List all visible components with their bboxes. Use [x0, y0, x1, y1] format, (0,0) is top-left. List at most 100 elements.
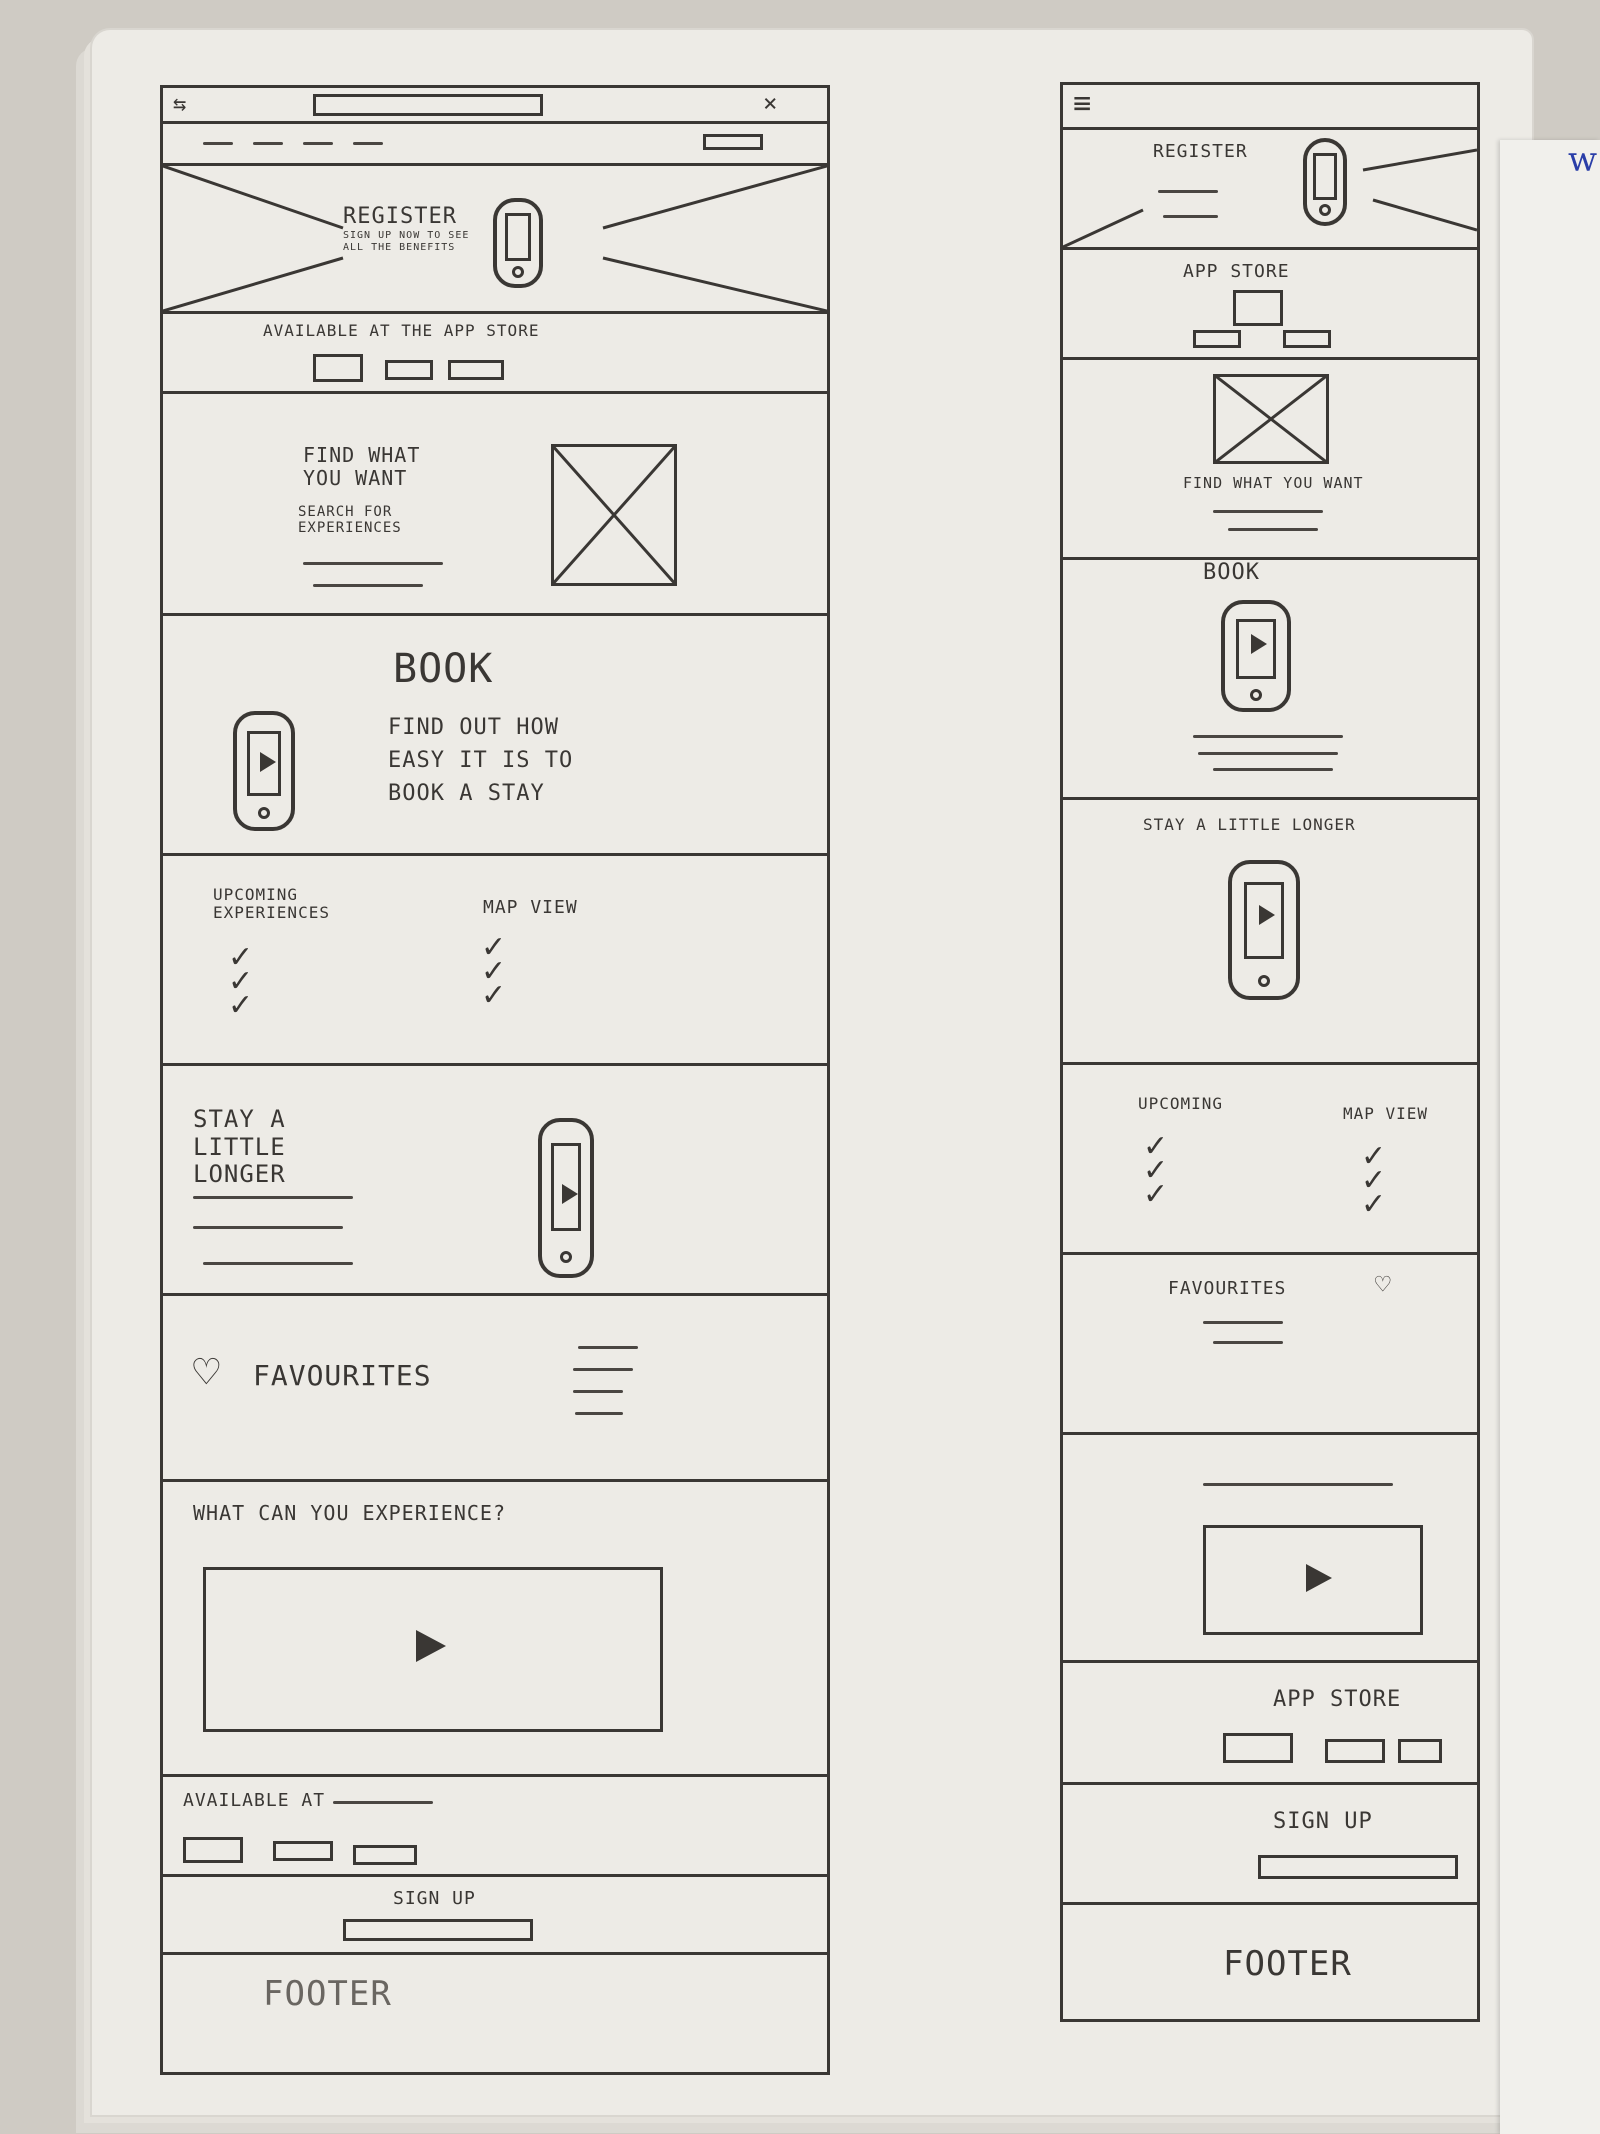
mobile-app-store-2-label: App store: [1273, 1687, 1402, 1712]
footer-label: Footer: [263, 1974, 392, 2014]
store-badge[interactable]: [273, 1841, 333, 1861]
address-bar[interactable]: [313, 94, 543, 116]
mobile-stay: Stay a little longer: [1063, 800, 1477, 1065]
mobile-footer-label: Footer: [1223, 1944, 1352, 1984]
text-line: [193, 1226, 343, 1229]
text-line: [1198, 752, 1338, 755]
text-line: [1213, 768, 1333, 771]
store-badge[interactable]: [183, 1837, 243, 1863]
store-badge[interactable]: [1223, 1733, 1293, 1763]
check-icon: ✓✓✓: [481, 930, 507, 1013]
signup-label: Sign up: [393, 1888, 476, 1909]
close-icon[interactable]: ×: [763, 89, 779, 117]
text-line: [203, 1262, 353, 1265]
app-store-section: Available at the app store: [163, 314, 827, 394]
text-line: [575, 1412, 623, 1415]
phone-icon: [233, 711, 295, 831]
register-title: Register: [343, 204, 457, 229]
play-icon[interactable]: [416, 1630, 446, 1662]
hamburger-icon[interactable]: ≡: [1073, 86, 1093, 121]
book-title: Book: [393, 646, 494, 692]
arrows-icon[interactable]: ⇆: [173, 92, 188, 117]
desktop-wireframe: ⇆ × Register Sign up now to see all the …: [160, 85, 830, 2075]
nav-link[interactable]: [203, 142, 233, 145]
find-subtitle: Search for experiences: [298, 504, 402, 537]
phone-icon: [1228, 860, 1300, 1000]
mobile-wireframe: ≡ Register App store Find what you want …: [1060, 82, 1480, 2022]
nav-link[interactable]: [303, 142, 333, 145]
register-hero: Register Sign up now to see all the bene…: [163, 166, 827, 314]
store-badge[interactable]: [385, 360, 433, 380]
text-line: [1203, 1483, 1393, 1486]
book-subtitle: Find out how easy it is to book a stay: [388, 715, 574, 806]
available-label: Available at: [183, 1790, 326, 1811]
hero-image-placeholder: [1063, 148, 1477, 247]
mobile-book: Book: [1063, 560, 1477, 800]
phone-icon: [493, 198, 543, 288]
store-badge[interactable]: [1283, 330, 1331, 348]
text-line: [1193, 735, 1343, 738]
book-section: Book Find out how easy it is to book a s…: [163, 616, 827, 856]
text-line: [573, 1390, 623, 1393]
upcoming-map-section: Upcoming experiences ✓✓✓ Map view ✓✓✓: [163, 856, 827, 1066]
nav-button[interactable]: [703, 134, 763, 150]
mobile-find: Find what you want: [1063, 360, 1477, 560]
text-line: [578, 1346, 638, 1349]
mobile-app-store-label: App store: [1183, 261, 1290, 282]
register-subtitle: Sign up now to see all the benefits: [343, 230, 470, 253]
image-placeholder: [551, 444, 677, 586]
mobile-book-title: Book: [1203, 560, 1260, 585]
play-icon: [1258, 905, 1275, 926]
favourites-label: Favourites: [253, 1359, 432, 1392]
margin-note: w: [1568, 140, 1598, 180]
map-label: Map view: [483, 897, 578, 918]
store-badge[interactable]: [1193, 330, 1241, 348]
sketchbook-page: [92, 30, 1532, 2115]
text-line: [313, 584, 423, 587]
stay-title: Stay a little longer: [193, 1105, 286, 1189]
play-icon[interactable]: [1306, 1564, 1332, 1592]
mobile-footer: Footer: [1063, 1905, 1477, 2019]
phone-icon: [538, 1118, 594, 1278]
signup-button[interactable]: [343, 1919, 533, 1941]
play-icon: [561, 1184, 578, 1205]
find-section: Find what you want Search for experience…: [163, 394, 827, 616]
mobile-register-title: Register: [1153, 141, 1248, 162]
text-line: [333, 1801, 433, 1804]
hero-image-placeholder: [163, 166, 827, 311]
mobile-video: [1063, 1435, 1477, 1663]
video-section: What can you experience?: [163, 1482, 827, 1777]
browser-bar: ⇆ ×: [163, 88, 827, 124]
upcoming-label: Upcoming experiences: [213, 885, 330, 923]
app-store-label: Available at the app store: [263, 321, 540, 340]
signup-button[interactable]: [1258, 1855, 1458, 1879]
store-badge[interactable]: [353, 1845, 417, 1865]
video-title: What can you experience?: [193, 1501, 506, 1525]
text-line: [1213, 510, 1323, 513]
text-line: [1213, 1341, 1283, 1344]
mobile-map-label: Map view: [1343, 1104, 1429, 1123]
store-badge[interactable]: [1233, 290, 1283, 326]
mobile-find-title: Find what you want: [1183, 474, 1364, 492]
text-line: [303, 562, 443, 565]
nav-link[interactable]: [353, 142, 383, 145]
mobile-signup-label: Sign up: [1273, 1809, 1373, 1834]
text-line: [193, 1196, 353, 1199]
footer: Footer: [163, 1955, 827, 2035]
play-icon: [259, 751, 276, 772]
store-badge[interactable]: [448, 360, 504, 380]
store-badge[interactable]: [313, 354, 363, 382]
text-line: [1228, 528, 1318, 531]
nav-link[interactable]: [253, 142, 283, 145]
text-line: [573, 1368, 633, 1371]
store-badge[interactable]: [1325, 1739, 1385, 1763]
text-line: [1158, 190, 1218, 193]
store-badge[interactable]: [1398, 1739, 1442, 1763]
image-placeholder: [1213, 374, 1329, 464]
video-player[interactable]: [1203, 1525, 1423, 1635]
mobile-upcoming-label: Upcoming: [1138, 1094, 1224, 1113]
heart-icon: ♡: [1375, 1270, 1392, 1300]
signup-section: Sign up: [163, 1877, 827, 1955]
check-icon: ✓✓✓: [228, 940, 254, 1023]
video-player[interactable]: [203, 1567, 663, 1732]
